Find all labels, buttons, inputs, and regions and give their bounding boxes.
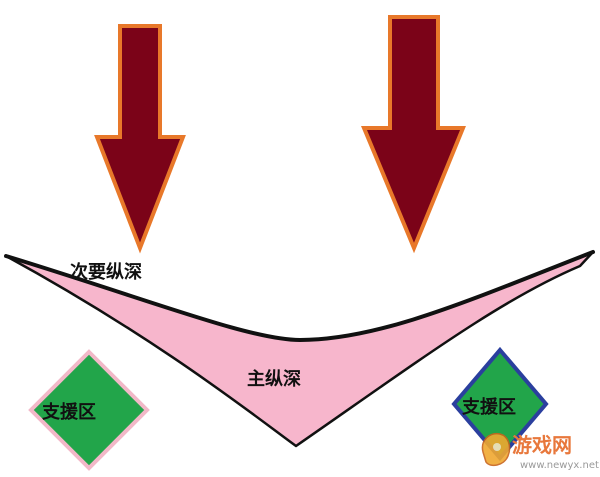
front-line-curve: [4, 250, 595, 343]
left-down-arrow-icon: [94, 24, 186, 254]
support-left-label: 支援区: [41, 401, 96, 423]
right-down-arrow-icon: [361, 15, 466, 254]
left-support-diamond: [28, 349, 150, 471]
watermark-logo-icon: [481, 432, 511, 467]
watermark-url: www.newyx.net: [520, 460, 599, 471]
main-depth-label: 主纵深: [247, 368, 301, 390]
watermark-brand: 游戏网: [512, 433, 572, 457]
secondary-depth-label: 次要纵深: [70, 261, 142, 283]
support-right-label: 支援区: [461, 396, 516, 418]
